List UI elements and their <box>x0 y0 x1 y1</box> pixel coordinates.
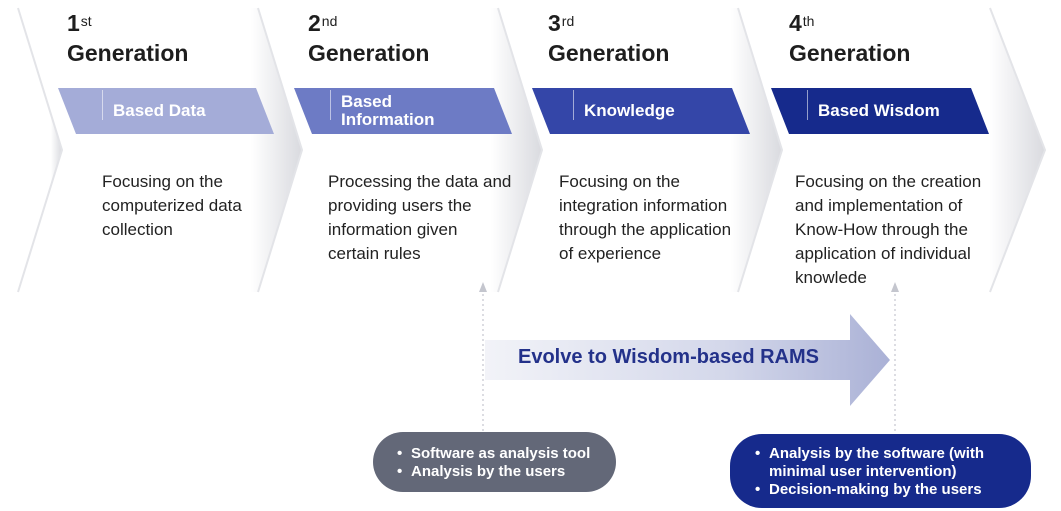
generation-3-description: Focusing on the integration information … <box>559 172 732 263</box>
generation-4-ordinal: th <box>802 13 815 29</box>
note-future-item: Decision-making by the users <box>755 481 1015 499</box>
note-future-item: Analysis by the software (with minimal u… <box>755 445 1015 481</box>
generation-2-heading: 2nd Generation <box>308 8 538 68</box>
generation-chevrons <box>0 7 1047 293</box>
generation-2-band-label: Based Information <box>341 92 435 129</box>
generation-3-word: Generation <box>548 40 670 66</box>
generation-1-description: Focusing on the computerized data collec… <box>102 172 242 239</box>
generation-1-number: 1 <box>67 10 80 36</box>
chevron-5 <box>738 8 1045 292</box>
generation-2-number: 2 <box>308 10 321 36</box>
chevron-4 <box>498 8 782 292</box>
generation-2-ordinal: nd <box>321 13 338 29</box>
note-current-item: Software as analysis tool <box>397 445 607 463</box>
generation-1-band-label: Based Data <box>113 101 206 120</box>
chevron-3 <box>258 8 542 292</box>
generation-3-band-label: Knowledge <box>584 101 675 120</box>
note-current-item: Analysis by the users <box>397 463 607 481</box>
generation-4-heading: 4th Generation <box>789 8 1019 68</box>
generation-2-description: Processing the data and providing users … <box>328 172 512 263</box>
evolve-arrow <box>479 282 899 435</box>
generation-4-band: Based Wisdom <box>771 88 989 134</box>
note-future: Analysis by the software (with minimal u… <box>730 434 1031 508</box>
chevron-2 <box>18 8 302 292</box>
generation-3-ordinal: rd <box>561 13 575 29</box>
generation-4-word: Generation <box>789 40 911 66</box>
evolve-label: Evolve to Wisdom-based RAMS <box>518 346 819 368</box>
generation-3-band: Knowledge <box>532 88 750 134</box>
generation-4-description: Focusing on the creation and implementat… <box>795 172 982 287</box>
generation-3-heading: 3rd Generation <box>548 8 778 68</box>
generation-1-word: Generation <box>67 40 189 66</box>
generation-2-word: Generation <box>308 40 430 66</box>
generation-1-ordinal: st <box>80 13 92 29</box>
generation-4-band-label: Based Wisdom <box>818 101 940 120</box>
note-current: Software as analysis tool Analysis by th… <box>373 432 616 492</box>
generation-4-number: 4 <box>789 10 802 36</box>
generation-1-band: Based Data <box>58 88 274 134</box>
generation-1-heading: 1st Generation <box>67 8 297 68</box>
generation-2-band: Based Information <box>294 88 512 134</box>
chevron-1 <box>0 8 62 292</box>
generation-3-number: 3 <box>548 10 561 36</box>
